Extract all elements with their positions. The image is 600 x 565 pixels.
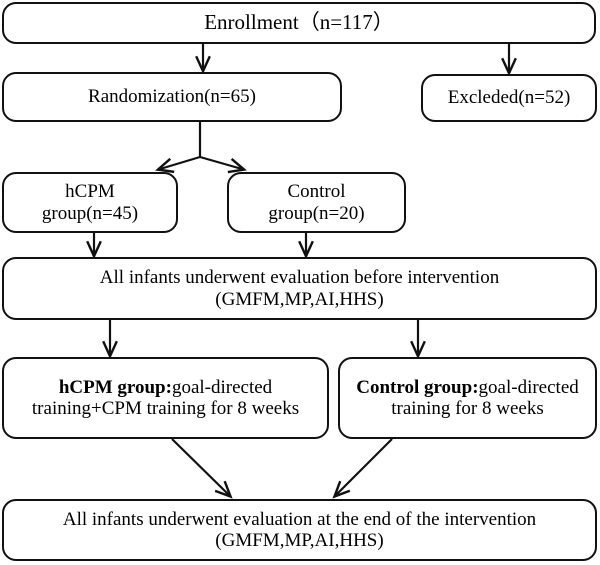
node-control-group-line1: Control [287,181,346,203]
node-randomization[interactable]: Randomization(n=65) [2,72,342,122]
node-evaluation-after-intervention[interactable]: All infants underwent evaluation at the … [2,499,597,561]
node-evaluation-before-intervention[interactable]: All infants underwent evaluation before … [2,257,597,320]
node-hcpm-group-line1: hCPM [65,181,115,203]
node-hcpm-intervention-rest: goal-directed training+CPM training for … [31,376,300,419]
arrow-randomization-to-control-group [199,155,247,174]
node-hcpm-intervention-label: hCPM group:goal-directed training+CPM tr… [10,377,321,420]
node-randomization-label: Randomization(n=65) [88,86,256,108]
node-hcpm-group[interactable]: hCPM group(n=45) [2,172,178,233]
node-control-intervention-prefix: Control group: [356,376,479,398]
node-enrollment-label: Enrollment（n=117） [204,10,394,35]
node-eval-before-line1: All infants underwent evaluation before … [99,267,500,289]
node-control-group-label: Control group(n=20) [235,181,398,224]
node-control-group[interactable]: Control group(n=20) [227,172,406,233]
node-eval-before-label: All infants underwent evaluation before … [10,267,589,310]
node-control-group-line2: group(n=20) [268,202,365,224]
node-control-intervention[interactable]: Control group:goal-directed training for… [338,357,597,439]
node-hcpm-group-label: hCPM group(n=45) [10,181,170,224]
arrow-randomization-to-hcpm-group [155,155,201,174]
arrow-hcpm-intervention-to-eval-after [171,438,233,499]
node-excluded-label: Excleded(n=52) [447,87,571,109]
node-hcpm-group-line2: group(n=45) [41,202,139,224]
node-eval-before-line2: (GMFM,MP,AI,HHS) [215,288,384,310]
node-enrollment[interactable]: Enrollment（n=117） [2,2,596,44]
node-control-intervention-label: Control group:goal-directed training for… [346,377,589,420]
node-eval-after-line1: All infants underwent evaluation at the … [62,508,537,530]
node-hcpm-intervention-prefix: hCPM group: [58,376,172,398]
node-control-intervention-rest: goal-directed training for 8 weeks [391,376,579,419]
node-eval-after-line2: (GMFM,MP,AI,HHS) [215,530,384,551]
node-hcpm-intervention[interactable]: hCPM group:goal-directed training+CPM tr… [2,357,329,439]
arrow-control-intervention-to-eval-after [332,438,393,499]
node-eval-after-label: All infants underwent evaluation at the … [10,509,589,552]
node-excluded[interactable]: Excleded(n=52) [421,74,597,122]
